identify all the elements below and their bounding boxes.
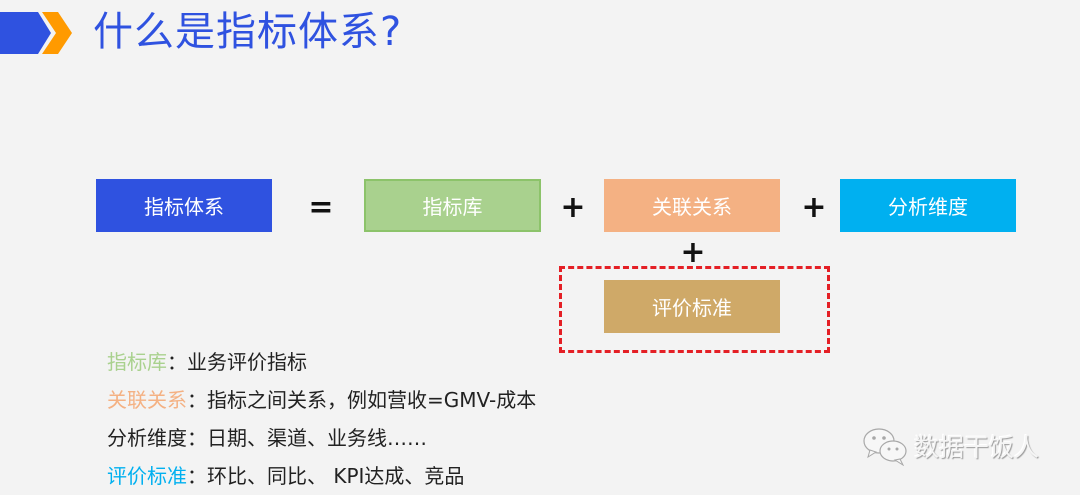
- legend-sep: ：: [187, 426, 207, 450]
- watermark: 数据干饭人: [862, 426, 1039, 466]
- legend-desc: 指标之间关系，例如营收=GMV-成本: [207, 388, 537, 412]
- legend-desc: 日期、渠道、业务线……: [207, 426, 427, 450]
- header-arrow-icon: [0, 12, 72, 54]
- legend-key: 分析维度: [107, 426, 187, 450]
- plus-sign: +: [560, 190, 586, 225]
- legend-item: 关联关系：指标之间关系，例如营收=GMV-成本: [107, 381, 536, 419]
- legend-key: 关联关系: [107, 388, 187, 412]
- watermark-text: 数据干饭人: [914, 433, 1040, 462]
- indicator-system-label: 指标体系: [144, 195, 224, 219]
- plus-sign: +: [801, 190, 827, 225]
- indicator-library-label: 指标库: [422, 195, 483, 219]
- legend-item: 评价标准：环比、同比、 KPI达成、竞品: [107, 457, 536, 495]
- evaluation-standard-box: 评价标准: [604, 280, 780, 333]
- wechat-icon: [863, 428, 907, 466]
- legend-sep: ：: [187, 464, 207, 488]
- legend-key: 指标库: [107, 350, 167, 374]
- legend-sep: ：: [167, 350, 187, 374]
- legend-key: 评价标准: [107, 464, 187, 488]
- equals-sign: =: [308, 190, 334, 225]
- legend-item: 指标库：业务评价指标: [107, 343, 536, 381]
- plus-sign: +: [680, 235, 706, 270]
- analysis-dimension-box: 分析维度: [840, 179, 1016, 232]
- relationship-box: 关联关系: [604, 179, 780, 232]
- evaluation-standard-label: 评价标准: [652, 296, 732, 320]
- indicator-system-box: 指标体系: [96, 179, 272, 232]
- analysis-dimension-label: 分析维度: [888, 195, 968, 219]
- legend-desc: 业务评价指标: [187, 350, 307, 374]
- legend-item: 分析维度：日期、渠道、业务线……: [107, 419, 536, 457]
- legend-desc: 环比、同比、 KPI达成、竞品: [207, 464, 465, 488]
- highlight-frame: [559, 266, 830, 353]
- legend-sep: ：: [187, 388, 207, 412]
- legend: 指标库：业务评价指标 关联关系：指标之间关系，例如营收=GMV-成本 分析维度：…: [107, 343, 536, 495]
- indicator-library-box: 指标库: [364, 179, 541, 232]
- page-title: 什么是指标体系?: [93, 9, 403, 55]
- relationship-label: 关联关系: [652, 195, 732, 219]
